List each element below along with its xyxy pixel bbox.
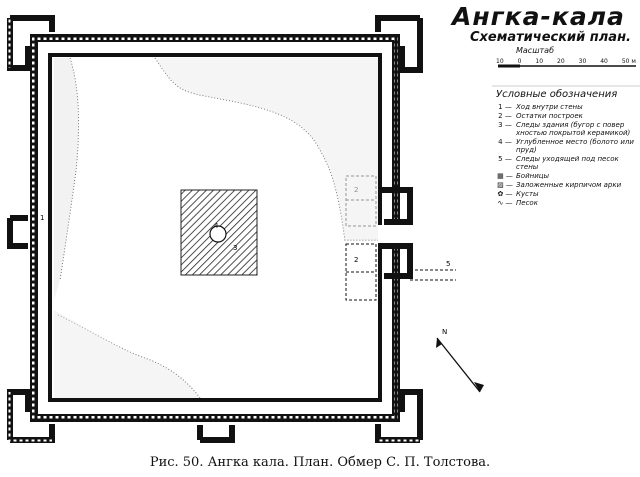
plan-title: Ангка-кала bbox=[452, 2, 625, 31]
legend-text: Остатки построек bbox=[516, 112, 583, 120]
label-wall-1: 1 bbox=[40, 214, 44, 222]
label-trace-5: 5 bbox=[446, 260, 450, 268]
legend-key: 4 — bbox=[498, 138, 512, 146]
legend-item: 3 — Следы здания (бугор с повер хностью п… bbox=[494, 121, 638, 137]
scale-tick: 40 bbox=[600, 58, 608, 65]
sand-fill-top bbox=[155, 58, 378, 240]
legend-item: 1 — Ход внутри стены bbox=[494, 103, 638, 111]
legend-key: ▦ — bbox=[497, 172, 513, 180]
legend-item: ▦ —Бойницы bbox=[494, 172, 638, 180]
legend-key: 2 — bbox=[498, 112, 512, 120]
scale-tick: 30 bbox=[578, 58, 587, 65]
legend-text: Углубленное место (болото или пруд) bbox=[516, 138, 634, 154]
legend-text: Песок bbox=[516, 199, 538, 207]
legend-text: Ход внутри стены bbox=[516, 103, 583, 111]
scale-tick: 10 bbox=[535, 58, 544, 65]
legend-key: ▨ — bbox=[497, 181, 513, 189]
legend-text: Заложенные кирпичом арки bbox=[516, 181, 622, 189]
corner-tower-bricks bbox=[8, 16, 422, 442]
pond bbox=[209, 225, 227, 243]
legend-text: Следы уходящей под песок стены bbox=[516, 155, 619, 171]
legend-item: 5 — Следы уходящей под песок стены bbox=[494, 155, 638, 171]
legend-item: ▨ —Заложенные кирпичом арки bbox=[494, 181, 638, 189]
plan-subtitle: Схематический план. bbox=[470, 30, 631, 45]
sand-fill-bottom bbox=[54, 310, 200, 398]
legend-key: ∿ — bbox=[497, 199, 513, 207]
figure-caption: Рис. 50. Ангка кала. План. Обмер С. П. Т… bbox=[149, 455, 491, 470]
sand-wall-trace bbox=[410, 269, 456, 281]
legend-key: ✿ — bbox=[497, 190, 513, 198]
legend-item: ✿ —Кусты bbox=[494, 190, 638, 198]
sand-fill-left bbox=[54, 58, 79, 300]
north-arrow: N bbox=[436, 328, 484, 393]
gate-towers bbox=[382, 187, 413, 279]
legend-title: Условные обозначения bbox=[496, 89, 618, 100]
label-mound-3: 3 bbox=[233, 244, 237, 252]
scale-tick: 10 bbox=[496, 58, 504, 65]
legend-item: 4 — Углубленное место (болото или пруд) bbox=[494, 138, 638, 154]
scale-label: Масштаб bbox=[516, 46, 555, 55]
scale-tick: 50 м bbox=[621, 58, 636, 65]
legend-item: ∿ —Песок bbox=[494, 199, 638, 207]
north-label: N bbox=[442, 328, 447, 336]
scale-tick: 0 bbox=[517, 58, 522, 65]
legend-key: 5 — bbox=[498, 155, 512, 163]
legend-key: 3 — bbox=[498, 121, 512, 129]
label-room-2b: 2 bbox=[354, 256, 358, 264]
legend-item: 2 — Остатки построек bbox=[494, 112, 638, 120]
legend-text: Кусты bbox=[516, 190, 539, 198]
label-pond-4: 4 bbox=[214, 222, 219, 230]
legend-key: 1 — bbox=[498, 103, 512, 111]
scale-ticks: 10 0 10 20 30 40 50 м bbox=[496, 58, 636, 65]
scale-tick: 20 bbox=[557, 58, 565, 65]
east-gate-gap bbox=[378, 225, 400, 243]
legend-text: Следы здания (бугор с повер хностью покр… bbox=[516, 121, 631, 137]
legend-text: Бойницы bbox=[516, 172, 550, 180]
